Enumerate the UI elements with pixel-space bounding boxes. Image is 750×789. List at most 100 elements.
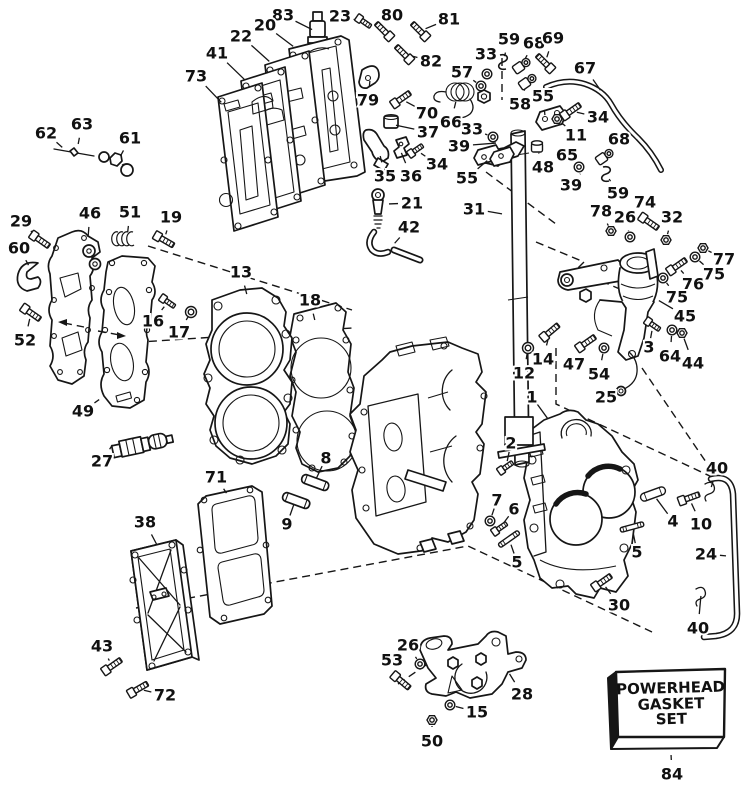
callout-39: 39	[560, 176, 582, 195]
callout-leader-32	[666, 230, 670, 235]
callout-leader-77	[708, 250, 712, 254]
callout-leader-26	[414, 656, 418, 660]
callout-3: 3	[643, 338, 654, 357]
mount-bracket-45	[557, 248, 659, 361]
callout-82: 82	[420, 52, 442, 71]
callout-leader-69	[546, 51, 550, 58]
callout-leader-49	[94, 399, 100, 404]
callout-18: 18	[299, 291, 321, 310]
nut-icon	[605, 225, 617, 237]
callout-77: 77	[713, 250, 735, 269]
callout-leader-40	[698, 595, 702, 615]
callout-4: 4	[667, 512, 678, 531]
callout-11: 11	[565, 126, 587, 145]
washer-icon	[666, 324, 678, 336]
callout-40: 40	[687, 619, 709, 638]
callout-leader-10	[690, 503, 696, 512]
fuel-connector-21	[371, 188, 385, 229]
callout-leader-4	[656, 498, 669, 515]
base-gasket-73	[217, 82, 279, 232]
callout-31: 31	[463, 200, 485, 219]
bolt-icon	[100, 657, 123, 677]
washer-icon	[444, 699, 456, 711]
callout-leader-22	[250, 44, 270, 62]
fitting-icon	[517, 73, 537, 91]
callout-leader-46	[87, 226, 90, 238]
callout-leader-20	[275, 32, 294, 47]
callout-59: 59	[498, 30, 520, 49]
callout-59: 59	[607, 184, 629, 203]
callout-leader-55	[543, 109, 546, 116]
callout-leader-57	[472, 79, 477, 83]
hose-clamp-40-top	[704, 481, 716, 502]
gasket-set-box-label: POWERHEAD GASKET SET	[616, 678, 725, 729]
water-cover-46	[47, 229, 102, 385]
callout-83: 83	[272, 6, 294, 25]
callout-leader-15	[455, 705, 464, 710]
callout-leader-38	[150, 534, 158, 545]
washer-icon	[414, 658, 426, 670]
callout-leader-12	[525, 353, 528, 360]
callout-48: 48	[532, 158, 554, 177]
callout-44: 44	[682, 354, 704, 373]
callout-leader-70	[405, 101, 415, 107]
washer-icon	[481, 68, 493, 80]
callout-leader-27	[109, 444, 114, 450]
callout-61: 61	[119, 129, 141, 148]
bracket-36	[393, 136, 410, 159]
callout-64: 64	[659, 347, 681, 366]
water-hose-24	[700, 474, 741, 641]
pump-arm-35	[362, 128, 390, 172]
sensor-wire-25	[615, 351, 638, 397]
callout-79: 79	[357, 91, 379, 110]
callout-leader-40	[710, 481, 714, 488]
fitting-icon	[594, 148, 614, 166]
callout-leader-81	[425, 23, 437, 30]
callout-leader-8	[315, 465, 323, 479]
callout-37: 37	[417, 123, 439, 142]
callout-leader-75	[666, 282, 670, 287]
dowel-pin-8	[300, 473, 330, 492]
bolt-icon	[389, 90, 412, 110]
cup-37	[383, 113, 399, 129]
nut-icon	[676, 327, 688, 339]
callout-leader-52	[27, 318, 31, 327]
gasket-box-line-2: GASKET	[637, 694, 705, 714]
callout-50: 50	[421, 732, 443, 751]
stud-icon	[497, 530, 521, 548]
callout-leader-31	[487, 210, 503, 215]
callout-55: 55	[456, 169, 478, 188]
callout-67: 67	[574, 59, 596, 78]
callout-42: 42	[398, 218, 420, 237]
callout-76: 76	[682, 275, 704, 294]
callout-81: 81	[438, 10, 460, 29]
callout-leader-16	[161, 306, 165, 311]
callout-leader-43	[107, 658, 110, 661]
callout-72: 72	[154, 686, 176, 705]
callout-57: 57	[451, 63, 473, 82]
bolt-icon	[676, 491, 701, 507]
water-hose-67	[543, 78, 664, 173]
spring-icon	[111, 231, 135, 247]
bolt-icon	[574, 334, 597, 354]
callout-75: 75	[666, 288, 688, 307]
standpipe-31	[481, 129, 546, 468]
nut-icon	[551, 113, 563, 125]
callout-12: 12	[513, 364, 535, 383]
callout-leader-3	[649, 330, 653, 339]
callout-leader-17	[185, 316, 189, 321]
callout-leader-61	[119, 150, 125, 157]
clip-icon	[600, 165, 612, 183]
callout-25: 25	[595, 388, 617, 407]
reed-plate-stack	[217, 11, 380, 232]
bolt-icon	[151, 230, 176, 249]
gasket-box-line-1: POWERHEAD	[616, 678, 725, 699]
dowel-pin-9	[281, 491, 311, 510]
callout-leader-30	[605, 586, 612, 595]
callout-leader-37	[395, 124, 415, 130]
callout-84: 84	[661, 765, 683, 784]
callout-60: 60	[8, 239, 30, 258]
thermo-valve-61-62-63	[53, 147, 134, 177]
callout-leader-36	[400, 152, 407, 164]
